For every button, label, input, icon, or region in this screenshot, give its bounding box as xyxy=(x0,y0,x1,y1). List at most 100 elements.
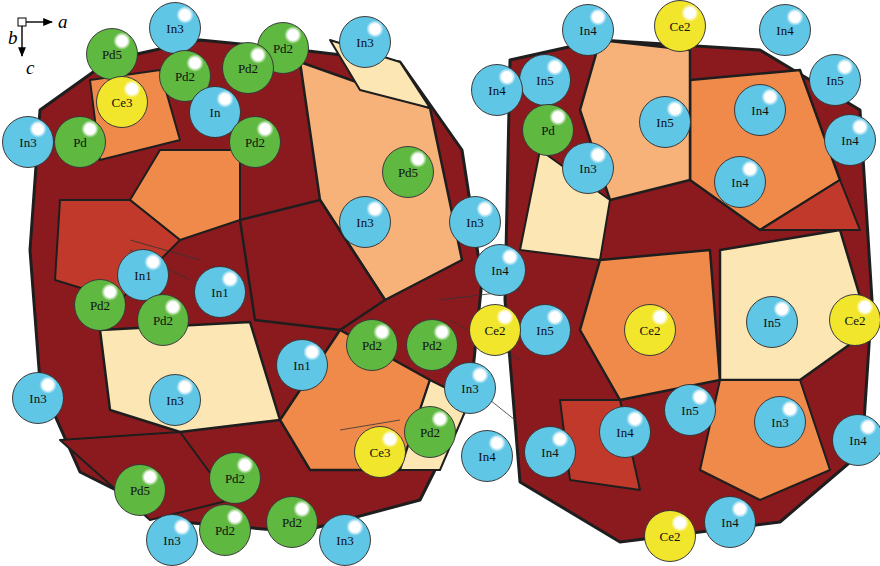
atom-label: Pd2 xyxy=(175,70,195,83)
atom-sphere: Pd2 xyxy=(137,294,189,346)
atom-sphere: Pd2 xyxy=(229,116,281,168)
atom-sphere: In3 xyxy=(149,2,201,54)
atom-sphere: Ce2 xyxy=(654,0,706,52)
atom-label: In4 xyxy=(731,176,748,189)
atom-sphere: In4 xyxy=(474,244,526,296)
atom-label: In3 xyxy=(356,216,373,229)
atom-sphere: In4 xyxy=(824,114,876,166)
atom-label: In4 xyxy=(849,434,866,447)
atom-label: Pd2 xyxy=(420,426,440,439)
atom-sphere: In1 xyxy=(194,266,246,318)
atom-sphere: In3 xyxy=(149,374,201,426)
atom-sphere: Ce2 xyxy=(624,304,676,356)
axis-label: c xyxy=(26,58,34,77)
atom-sphere: In4 xyxy=(471,64,523,116)
atom-sphere: In3 xyxy=(339,196,391,248)
atom-sphere: Pd2 xyxy=(266,496,318,548)
atom-sphere: In5 xyxy=(746,296,798,348)
left-polyhedron xyxy=(30,40,482,532)
atom-label: In3 xyxy=(163,534,180,547)
atom-label: In3 xyxy=(466,216,483,229)
atom-sphere: In4 xyxy=(562,4,614,56)
atom-label: In3 xyxy=(166,22,183,35)
atom-label: In1 xyxy=(211,286,228,299)
atom-label: Ce2 xyxy=(845,314,866,327)
atom-label: In xyxy=(210,106,221,119)
atom-sphere: Ce2 xyxy=(469,304,521,356)
atom-label: In3 xyxy=(19,136,36,149)
atom-sphere: In5 xyxy=(519,54,571,106)
atom-sphere: Ce3 xyxy=(354,426,406,478)
atom-sphere: Pd xyxy=(54,116,106,168)
atom-label: In3 xyxy=(771,416,788,429)
atom-sphere: Pd xyxy=(522,104,574,156)
atom-label: Ce2 xyxy=(640,324,661,337)
atom-label: In4 xyxy=(776,24,793,37)
atom-sphere: Pd2 xyxy=(199,504,251,556)
atom-label: In5 xyxy=(826,74,843,87)
atom-label: In5 xyxy=(656,116,673,129)
axes xyxy=(18,18,52,56)
atom-label: Pd2 xyxy=(422,339,442,352)
atom-sphere: Ce2 xyxy=(829,294,880,346)
axis-label: b xyxy=(8,28,18,47)
atom-sphere: In5 xyxy=(639,96,691,148)
atom-label: In1 xyxy=(293,359,310,372)
atom-label: Ce3 xyxy=(112,96,133,109)
atom-label: Pd5 xyxy=(102,48,122,61)
atom-label: In5 xyxy=(681,404,698,417)
atom-label: In4 xyxy=(478,450,495,463)
atom-label: In3 xyxy=(579,162,596,175)
atom-sphere: In3 xyxy=(2,116,54,168)
atom-label: Pd2 xyxy=(90,299,110,312)
atom-label: In4 xyxy=(616,426,633,439)
atom-sphere: In4 xyxy=(714,156,766,208)
atom-label: In5 xyxy=(763,316,780,329)
atom-label: Pd2 xyxy=(215,524,235,537)
atom-sphere: Pd2 xyxy=(346,319,398,371)
atom-label: In4 xyxy=(491,264,508,277)
atom-sphere: In3 xyxy=(12,372,64,424)
atom-sphere: In3 xyxy=(319,514,371,566)
atom-label: Pd2 xyxy=(225,472,245,485)
atom-label: In4 xyxy=(841,134,858,147)
atom-label: Ce3 xyxy=(370,446,391,459)
atom-sphere: In3 xyxy=(444,362,496,414)
atom-sphere: In4 xyxy=(704,496,756,548)
atom-sphere: Ce3 xyxy=(96,76,148,128)
atom-label: Pd xyxy=(73,136,87,149)
atom-sphere: Pd5 xyxy=(114,464,166,516)
atom-sphere: In3 xyxy=(146,514,198,566)
atom-sphere: In4 xyxy=(599,406,651,458)
atom-label: Pd2 xyxy=(153,314,173,327)
atom-label: Pd xyxy=(541,124,555,137)
atom-label: Pd2 xyxy=(245,136,265,149)
atom-sphere: Pd5 xyxy=(86,28,138,80)
atom-sphere: In5 xyxy=(519,304,571,356)
right-polyhedron xyxy=(505,40,872,542)
atom-label: Ce2 xyxy=(670,20,691,33)
axis-label: a xyxy=(58,12,68,31)
atom-label: Pd2 xyxy=(362,339,382,352)
atom-label: In4 xyxy=(751,104,768,117)
atom-sphere: Pd5 xyxy=(382,146,434,198)
atom-label: Pd2 xyxy=(238,62,258,75)
atom-label: Ce2 xyxy=(485,324,506,337)
atom-label: Pd2 xyxy=(282,516,302,529)
atom-sphere: In4 xyxy=(734,84,786,136)
atom-label: In5 xyxy=(536,74,553,87)
atom-sphere: Pd2 xyxy=(222,42,274,94)
atom-sphere: In5 xyxy=(664,384,716,436)
atom-sphere: Ce2 xyxy=(644,510,696,562)
atom-sphere: In3 xyxy=(339,16,391,68)
atom-sphere: Pd2 xyxy=(74,279,126,331)
atom-label: In4 xyxy=(541,446,558,459)
atom-label: Ce2 xyxy=(660,530,681,543)
atom-label: In3 xyxy=(356,36,373,49)
atom-label: In1 xyxy=(134,269,151,282)
atom-label: In4 xyxy=(721,516,738,529)
atom-label: In3 xyxy=(336,534,353,547)
atom-sphere: In4 xyxy=(832,414,880,466)
atom-sphere: In3 xyxy=(562,142,614,194)
atom-label: In3 xyxy=(29,392,46,405)
